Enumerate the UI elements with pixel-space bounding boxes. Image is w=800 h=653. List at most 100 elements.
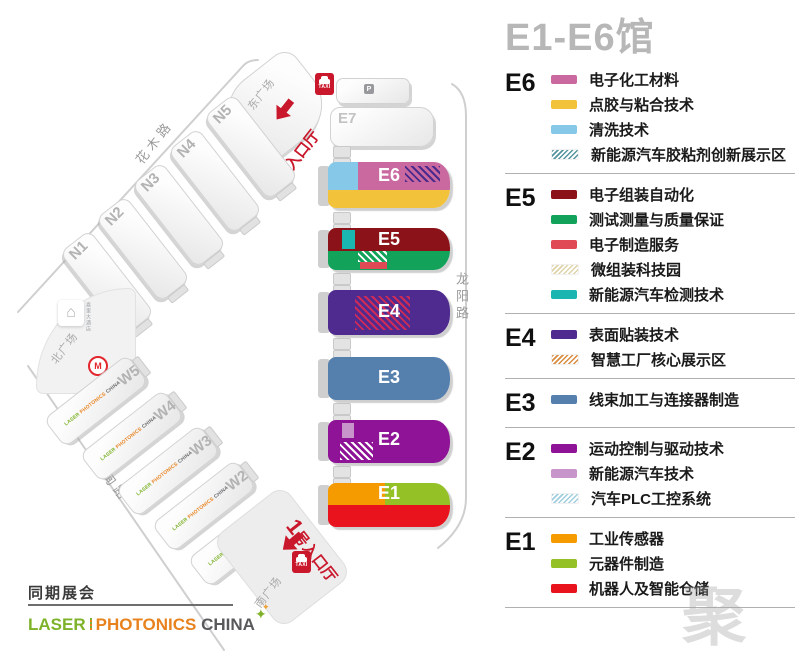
brand-photonics: PHOTONICS — [186, 496, 216, 521]
legend-section-e2: E2 运动控制与驱动技术 新能源汽车技术 汽车PLC工控系统 — [505, 428, 795, 518]
huamu-road-line — [17, 59, 259, 313]
e2-plc-zone — [340, 442, 373, 460]
legend-label: 元器件制造 — [589, 555, 665, 573]
legend-row: 点胶与粘合技术 — [551, 96, 795, 114]
taxi-icon-label: TAXI — [318, 83, 331, 90]
e4-smart-factory-zone — [355, 296, 410, 330]
legend-row: 运动控制与驱动技术 — [551, 440, 795, 458]
legend-row: 元器件制造 — [551, 555, 795, 573]
legend-label: 清洗技术 — [589, 121, 650, 139]
e6-nev-adhesive-zone — [405, 166, 440, 182]
e3-wire-harness-zone — [328, 357, 450, 400]
legend-section-e1: E1 工业传感器 元器件制造 机器人及智能仓储 — [505, 518, 795, 608]
taxi-icon-south: TAXI — [292, 551, 311, 573]
legend-row: 新能源汽车检测技术 — [551, 286, 795, 304]
connector-stub — [333, 212, 351, 224]
hall-e5-label: E5 — [377, 229, 401, 249]
legend-label: 微组装科技园 — [591, 261, 682, 279]
connector-stub — [333, 273, 351, 285]
hall-e6-label: E6 — [377, 165, 401, 185]
legend-label: 智慧工厂核心展示区 — [591, 351, 727, 369]
hall-e3-label: E3 — [377, 367, 401, 387]
color-swatch — [551, 558, 577, 568]
e6-dispensing-zone — [328, 190, 450, 208]
legend-section-e4: E4 表面贴装技术 智慧工厂核心展示区 — [505, 314, 795, 379]
e1-components-zone — [385, 483, 450, 505]
legend-row: 智慧工厂核心展示区 — [551, 351, 795, 369]
page-title: E1-E6馆 — [505, 17, 655, 59]
legend-label: 电子化工材料 — [589, 71, 680, 89]
hall-e5-cap — [318, 230, 330, 268]
legend-row: 电子化工材料 — [551, 71, 795, 89]
legend-label: 工业传感器 — [589, 530, 665, 548]
brand-photonics: PHOTONICS — [150, 461, 180, 486]
hall-e3-cap — [318, 359, 330, 398]
car-icon — [296, 553, 307, 562]
e6-cleaning-zone — [328, 162, 358, 190]
legend-section-e6: E6 电子化工材料 点胶与粘合技术 清洗技术 新能源汽车胶粘剂创新展示区 — [505, 59, 795, 174]
footer-divider — [28, 604, 233, 606]
brand-laser: LASER — [135, 481, 154, 498]
legend-hall-name: E2 — [505, 438, 536, 466]
color-swatch — [551, 289, 577, 299]
hall-e4: E4 — [328, 290, 450, 335]
color-swatch — [551, 99, 577, 109]
legend-row: 清洗技术 — [551, 121, 795, 139]
hall-e1-cap — [318, 485, 330, 525]
taxi-icon-label: TAXI — [295, 561, 308, 568]
e1-sensor-zone — [328, 483, 385, 505]
brand-photonics: PHOTONICS — [95, 615, 197, 634]
e5-assembly-zone — [328, 228, 450, 251]
e1-robotics-zone — [328, 505, 450, 527]
e5-ems-zone — [360, 262, 387, 269]
legend-hall-name: E6 — [505, 69, 536, 97]
color-swatch — [551, 533, 577, 543]
color-swatch — [551, 583, 577, 593]
color-swatch — [551, 74, 577, 84]
hotel-icon: ⌂ — [58, 300, 84, 326]
brand-china: CHINA — [201, 615, 255, 634]
legend-label: 新能源汽车技术 — [589, 465, 695, 483]
legend-label: 汽车PLC工控系统 — [591, 490, 712, 508]
color-swatch — [551, 329, 577, 339]
hatch-swatch — [551, 148, 579, 160]
legend-hall-name: E4 — [505, 324, 536, 352]
legend-label: 新能源汽车胶粘剂创新展示区 — [591, 146, 787, 164]
legend: E6 电子化工材料 点胶与粘合技术 清洗技术 新能源汽车胶粘剂创新展示区 E5 … — [505, 59, 795, 608]
legend-row: 工业传感器 — [551, 530, 795, 548]
longyang-road-line — [437, 83, 467, 549]
color-swatch — [551, 214, 577, 224]
legend-row: 测试测量与质量保证 — [551, 211, 795, 229]
legend-hall-name: E3 — [505, 389, 536, 417]
hall-e6-cap — [318, 166, 330, 206]
legend-label: 新能源汽车检测技术 — [589, 286, 725, 304]
hatch-swatch — [551, 263, 579, 275]
watermark: 聚展 — [682, 581, 750, 653]
hall-e2-cap — [318, 422, 330, 461]
hall-e5: E5 — [328, 228, 450, 270]
hall-e4-cap — [318, 292, 330, 333]
connector-stub — [333, 146, 351, 158]
legend-label: 运动控制与驱动技术 — [589, 440, 725, 458]
legend-row: 表面贴装技术 — [551, 326, 795, 344]
brand-laser: LASER — [171, 516, 190, 533]
legend-row: 线束加工与连接器制造 — [551, 391, 795, 409]
legend-row: 汽车PLC工控系统 — [551, 490, 795, 508]
e5-test-measure-zone — [328, 251, 450, 270]
hall-e1: E1 — [328, 483, 450, 527]
brand-photonics: PHOTONICS — [114, 426, 144, 451]
e2-nev-tech-zone — [342, 423, 354, 438]
hall-e3: E3 — [328, 357, 450, 400]
legend-label: 表面贴装技术 — [589, 326, 680, 344]
road-label-longyang: 龙阳路 — [454, 272, 469, 323]
legend-row: 微组装科技园 — [551, 261, 795, 279]
hotel-label: 嘉里大酒店 — [85, 302, 91, 332]
legend-label: 电子组装自动化 — [589, 186, 695, 204]
legend-row: 新能源汽车胶粘剂创新展示区 — [551, 146, 795, 164]
connector-stub — [333, 403, 351, 415]
brand-laser: LASER — [99, 446, 118, 463]
hall-e6: E6 — [328, 162, 450, 208]
connector-stub — [333, 338, 351, 350]
